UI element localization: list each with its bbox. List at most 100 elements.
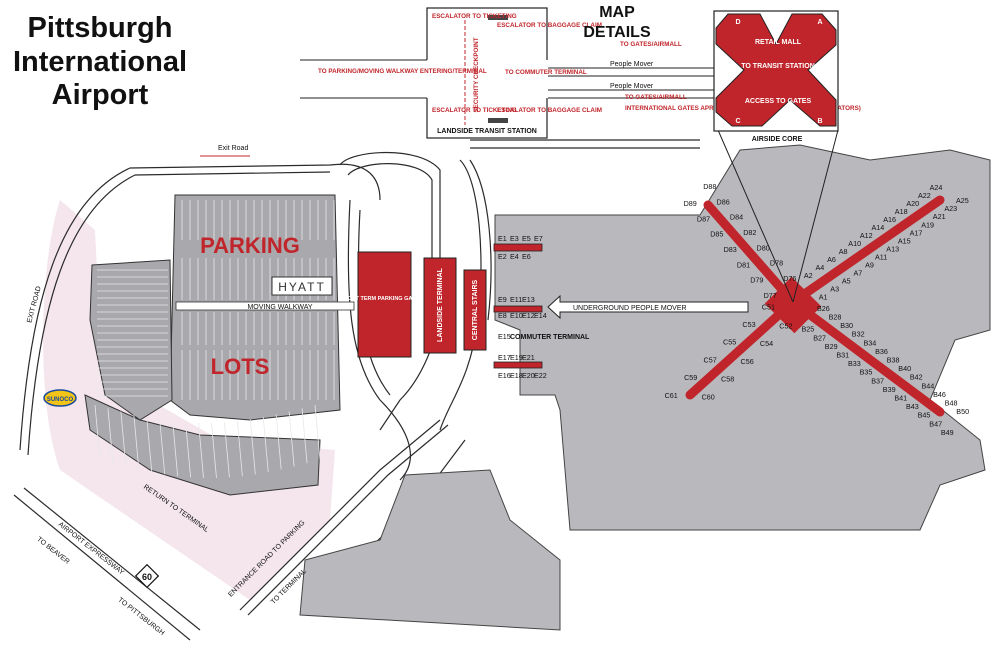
gate-label-e18: E18 (510, 371, 523, 380)
lawn-area (43, 200, 335, 600)
landside-station-label: LANDSIDE TRANSIT STATION (437, 128, 537, 135)
gate-label-d86: D86 (717, 197, 730, 206)
parking-stall-line (249, 419, 256, 475)
details-line-2: DETAILS (583, 24, 651, 41)
gate-label-e17: E17 (498, 353, 511, 362)
parking-stall-line (224, 422, 230, 478)
parking-stall-lines (94, 200, 335, 478)
gate-label-d82: D82 (743, 228, 756, 237)
to-gates-airmall-2: TO GATES/AIRMALL (625, 94, 687, 101)
gate-label-c53: C53 (742, 320, 755, 329)
gate-label-b27: B27 (813, 333, 826, 342)
gate-label-b40: B40 (898, 364, 911, 373)
retail-mall-label: RETAIL MALL (755, 39, 802, 46)
parking-stall-line (133, 414, 140, 470)
parking-stall-line (314, 404, 321, 461)
airside-concourses (685, 195, 945, 417)
road-network (13, 139, 700, 641)
gate-label-d83: D83 (724, 245, 737, 254)
gate-label-b44: B44 (922, 381, 935, 390)
gate-label-e3: E3 (510, 234, 519, 243)
gate-label-d80: D80 (757, 243, 770, 252)
parking-stall-line (146, 417, 153, 473)
central-stairs-label: CENTRAL STAIRS (472, 279, 479, 340)
gate-label-a12: A12 (860, 231, 873, 240)
gate-label-d81: D81 (737, 260, 750, 269)
gate-label-a3: A3 (830, 285, 839, 294)
gate-label-a17: A17 (910, 228, 923, 237)
people-mover-label: UNDERGROUND PEOPLE MOVER (573, 305, 687, 312)
gate-label-a13: A13 (886, 244, 899, 253)
parking-stall-line (211, 422, 217, 478)
parking-label: PARKING (200, 233, 300, 258)
gate-label-b33: B33 (848, 359, 861, 368)
gate-label-e9: E9 (498, 295, 507, 304)
exit-road-top-label: Exit Road (218, 145, 248, 152)
gate-label-b39: B39 (883, 385, 896, 394)
gate-label-a23: A23 (944, 204, 957, 213)
gate-label-c60: C60 (702, 392, 715, 401)
landside-terminal: LANDSIDE TERMINAL (423, 257, 457, 354)
gate-label-d78: D78 (770, 259, 783, 268)
gate-label-b31: B31 (836, 351, 849, 360)
gate-label-d89: D89 (684, 199, 697, 208)
gate-label-a2: A2 (804, 271, 813, 280)
central-stairs: CENTRAL STAIRS (463, 269, 487, 351)
gate-label-e21: E21 (522, 353, 535, 362)
gate-label-a7: A7 (854, 268, 863, 277)
details-line-1: MAP (599, 4, 635, 21)
gate-label-a11: A11 (875, 252, 887, 261)
gate-label-a18: A18 (895, 207, 908, 216)
to-beaver-label: TO BEAVER (35, 536, 70, 566)
gate-label-a14: A14 (872, 223, 885, 232)
core-corner-a: A (817, 19, 822, 26)
gate-label-d79: D79 (750, 276, 763, 285)
to-transit-label: TO TRANSIT STATION (741, 63, 815, 70)
gate-label-a21: A21 (933, 212, 946, 221)
moving-walkway-label: MOVING WALKWAY (247, 304, 312, 311)
parking-stall-line (236, 421, 243, 477)
parking-stall-line (107, 408, 114, 464)
concourse-b (788, 297, 945, 417)
gate-label-b43: B43 (906, 402, 919, 411)
core-corner-d: D (735, 19, 740, 26)
cargo-apron (299, 469, 561, 631)
people-mover-1: People Mover (610, 61, 654, 68)
gate-label-a19: A19 (921, 220, 934, 229)
lots-label: LOTS (211, 354, 270, 379)
gate-label-a15: A15 (898, 236, 911, 245)
commuter-terminal-text: COMMUTER TERMINAL (510, 334, 590, 341)
gate-label-b47: B47 (929, 419, 942, 428)
gate-label-c56: C56 (741, 357, 754, 366)
security-checkpoint: SECURITY CHECKPOINT (473, 37, 480, 112)
gate-label-b46: B46 (933, 390, 946, 399)
map-title: Pittsburgh International Airport (13, 12, 187, 111)
map-details-heading: MAP DETAILS (583, 4, 651, 41)
escalator-baggage-top: ESCALATOR TO BAGGAGE CLAIM (497, 22, 602, 29)
parking-stall-line (185, 422, 191, 478)
gate-label-a1: A1 (819, 293, 828, 302)
parking-stall-line (275, 414, 282, 470)
parking-stall-line (288, 411, 295, 467)
sunoco-sign: SUNOCO (43, 389, 77, 407)
gate-label-b38: B38 (887, 356, 900, 365)
gate-label-b48: B48 (945, 399, 958, 408)
gate-label-b36: B36 (875, 347, 888, 356)
gate-label-e11: E11 (510, 295, 522, 304)
parking-stall-line (120, 411, 127, 467)
gate-label-d87: D87 (697, 214, 710, 223)
gate-label-b42: B42 (910, 373, 923, 382)
commuter-terminal: COMMUTER TERMINAL (493, 243, 590, 369)
title-line-2: International (13, 46, 187, 78)
gate-label-c57: C57 (704, 356, 717, 365)
gate-label-e13: E13 (522, 295, 535, 304)
gate-label-a10: A10 (848, 239, 861, 248)
concourse-d (703, 200, 798, 307)
parking-stall-line (301, 408, 308, 464)
gate-label-e19: E19 (510, 353, 523, 362)
title-line-1: Pittsburgh (28, 12, 173, 44)
gate-label-b37: B37 (871, 376, 884, 385)
gate-label-a16: A16 (883, 215, 896, 224)
concourse-c (685, 297, 798, 400)
